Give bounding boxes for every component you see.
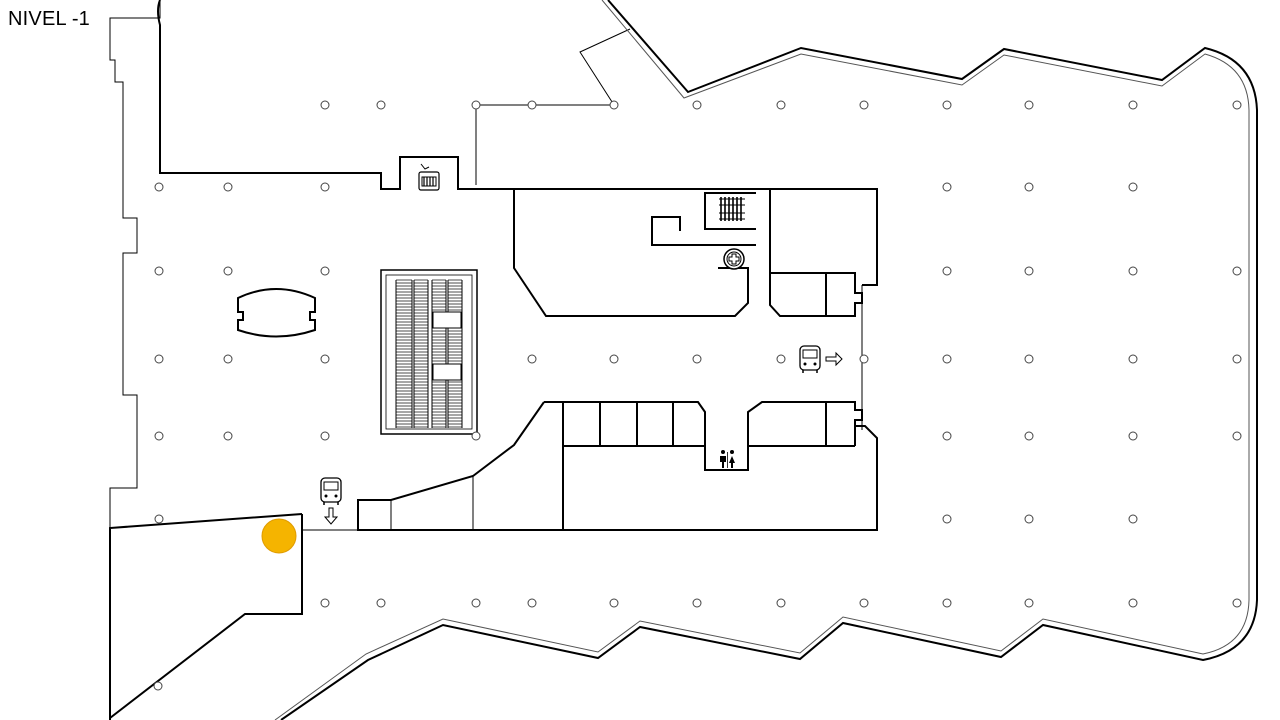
- column-marker: [320, 354, 330, 364]
- column-marker: [527, 354, 537, 364]
- column-marker: [153, 681, 163, 691]
- first-aid-icon[interactable]: [723, 248, 745, 270]
- column-marker: [1232, 266, 1242, 276]
- bus-icon[interactable]: [320, 477, 342, 505]
- column-marker: [223, 266, 233, 276]
- southwest-wing: [109, 513, 303, 720]
- arrow-down-icon[interactable]: [323, 507, 339, 525]
- shop-partitions-south: [562, 402, 856, 530]
- column-marker: [376, 100, 386, 110]
- column-marker: [471, 431, 481, 441]
- block-north-east: [769, 189, 863, 317]
- column-marker: [692, 598, 702, 608]
- column-marker: [1232, 598, 1242, 608]
- column-marker: [1128, 598, 1138, 608]
- column-marker: [223, 354, 233, 364]
- column-marker: [942, 514, 952, 524]
- outer-wall-north-inner: [274, 0, 1250, 720]
- column-marker: [320, 100, 330, 110]
- column-marker: [471, 598, 481, 608]
- column-grid: [153, 100, 1242, 691]
- column-marker: [1024, 266, 1034, 276]
- column-marker: [1024, 598, 1034, 608]
- column-marker: [223, 182, 233, 192]
- column-marker: [776, 598, 786, 608]
- column-marker: [223, 431, 233, 441]
- column-marker: [1128, 431, 1138, 441]
- column-marker: [1024, 354, 1034, 364]
- column-marker: [776, 354, 786, 364]
- column-marker: [859, 598, 869, 608]
- column-marker: [942, 431, 952, 441]
- column-marker: [471, 100, 481, 110]
- level-label: NIVEL -1: [8, 8, 91, 30]
- column-marker: [942, 598, 952, 608]
- column-marker: [609, 100, 619, 110]
- column-marker: [942, 100, 952, 110]
- column-marker: [320, 182, 330, 192]
- column-marker: [1232, 354, 1242, 364]
- column-marker: [1128, 266, 1138, 276]
- bus-icon[interactable]: [799, 345, 821, 373]
- outer-wall-left: [109, 0, 161, 528]
- restrooms-icon[interactable]: [720, 450, 735, 468]
- you-are-here-marker[interactable]: [261, 518, 297, 554]
- column-marker: [154, 514, 164, 524]
- column-marker: [1128, 182, 1138, 192]
- escalator-bank: [380, 269, 478, 435]
- column-marker: [1128, 100, 1138, 110]
- column-marker: [376, 598, 386, 608]
- column-marker: [154, 182, 164, 192]
- column-marker: [1128, 354, 1138, 364]
- column-marker: [1024, 514, 1034, 524]
- block-south-center: [357, 401, 878, 531]
- column-marker: [320, 598, 330, 608]
- outer-wall-north: [280, 0, 1258, 720]
- column-marker: [1232, 100, 1242, 110]
- north-wall-west: [157, 0, 514, 190]
- column-marker: [1128, 514, 1138, 524]
- arrow-right-icon[interactable]: [825, 351, 843, 367]
- column-marker: [154, 354, 164, 364]
- block-north-center: [513, 188, 878, 317]
- column-marker: [154, 266, 164, 276]
- stairs-icon[interactable]: [719, 197, 745, 221]
- column-marker: [527, 598, 537, 608]
- column-marker: [942, 354, 952, 364]
- column-marker: [776, 100, 786, 110]
- information-desk: [237, 288, 316, 338]
- column-marker: [1024, 182, 1034, 192]
- column-marker: [859, 100, 869, 110]
- column-marker: [1024, 100, 1034, 110]
- column-marker: [609, 598, 619, 608]
- column-marker: [1232, 431, 1242, 441]
- escalator-icon[interactable]: [418, 163, 440, 191]
- column-marker: [692, 100, 702, 110]
- column-marker: [320, 431, 330, 441]
- column-marker: [154, 431, 164, 441]
- shop-partition-thin: [390, 476, 474, 530]
- column-marker: [320, 266, 330, 276]
- column-marker: [692, 354, 702, 364]
- column-marker: [942, 266, 952, 276]
- column-marker: [527, 100, 537, 110]
- connector-lines-top: [475, 28, 631, 185]
- stairs-enclosure: [651, 192, 756, 246]
- column-marker: [942, 182, 952, 192]
- column-marker: [1024, 431, 1034, 441]
- column-marker: [859, 354, 869, 364]
- column-marker: [609, 354, 619, 364]
